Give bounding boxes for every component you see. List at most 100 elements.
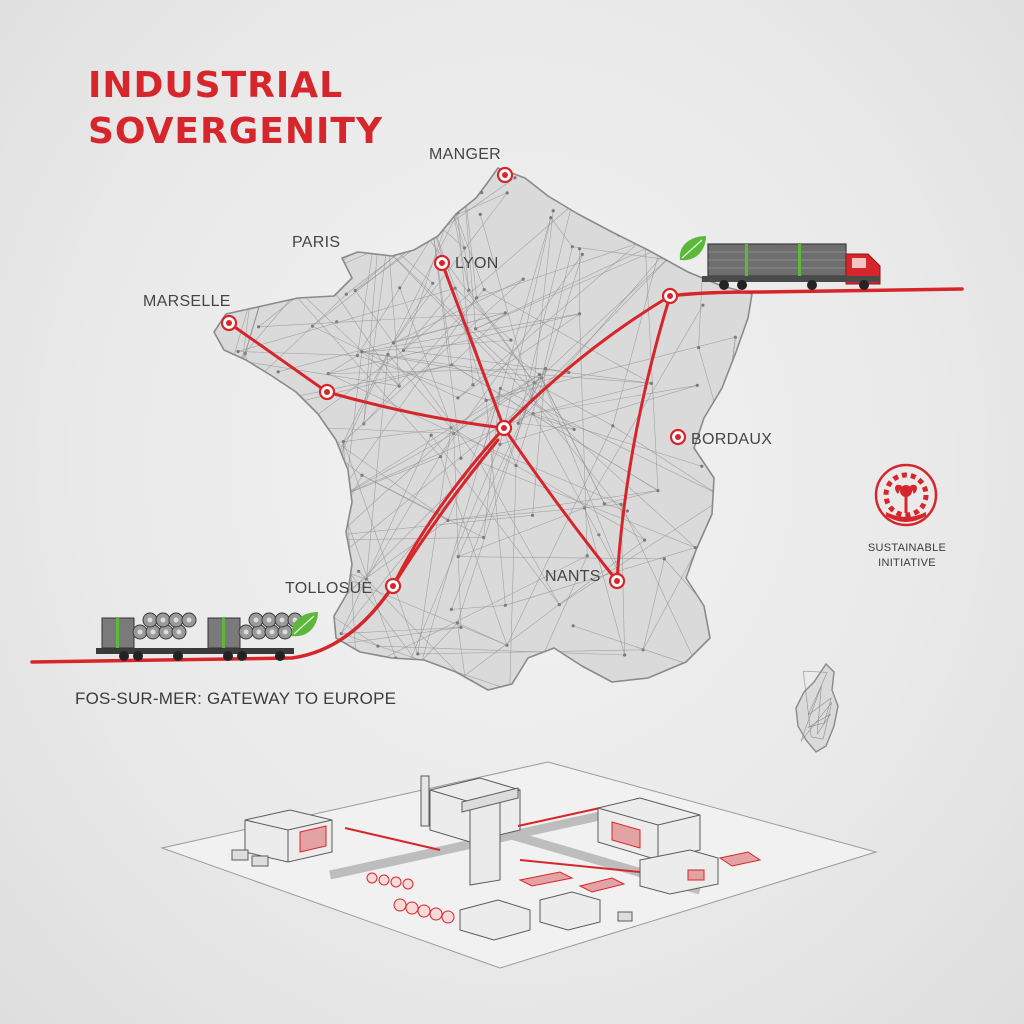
steel-coils: [132, 612, 303, 640]
steel-coil-core: [256, 629, 262, 635]
mesh-node: [680, 676, 684, 680]
mesh-link: [328, 355, 358, 374]
mesh-link: [403, 204, 453, 351]
mesh-link: [361, 351, 535, 384]
node-nants[interactable]: [608, 572, 626, 590]
mesh-node: [360, 350, 364, 354]
mesh-node: [422, 180, 427, 184]
mesh-node: [569, 203, 574, 208]
route-marselle-west: [227, 321, 329, 394]
mesh-node: [551, 209, 555, 213]
mesh-link: [451, 312, 506, 366]
mesh-node: [514, 463, 518, 468]
mesh-node: [386, 352, 390, 357]
mesh-node: [384, 247, 389, 252]
mesh-link: [486, 372, 569, 401]
steel-coil-core: [186, 617, 192, 623]
industrial-site-icon: [160, 761, 878, 969]
steel-coil-core: [282, 629, 288, 635]
mesh-node: [656, 488, 660, 493]
mesh-node: [619, 502, 623, 506]
title-line-1: INDUSTRIAL: [88, 65, 344, 106]
mesh-node: [537, 372, 542, 377]
mesh-node: [344, 292, 348, 296]
route-tollosue-hub-2: [391, 438, 500, 588]
mesh-link: [343, 278, 524, 442]
mesh-node: [318, 443, 322, 447]
mesh-node: [623, 653, 627, 657]
mesh-node: [672, 240, 676, 244]
mesh-link: [823, 697, 832, 723]
mesh-link: [541, 246, 573, 378]
mesh-link: [534, 382, 613, 427]
mesh-node: [549, 216, 553, 220]
mesh-link: [328, 313, 580, 374]
mesh-link: [343, 441, 419, 654]
mesh-link: [238, 360, 400, 387]
mesh-link: [499, 217, 552, 445]
steel-coil-core: [266, 617, 272, 623]
mesh-node: [214, 354, 216, 358]
mesh-node: [456, 396, 460, 400]
mesh-node: [236, 358, 241, 363]
mesh-node: [214, 564, 217, 568]
mesh-link: [807, 697, 832, 716]
mesh-link: [393, 312, 506, 344]
mesh-node: [277, 583, 281, 588]
mesh-link: [214, 444, 321, 567]
node-marselle[interactable]: [220, 314, 238, 332]
node-west[interactable]: [318, 383, 336, 401]
mesh-node: [256, 325, 261, 329]
mesh-node: [450, 203, 454, 207]
node-tollosue[interactable]: [384, 577, 402, 595]
node-lyon[interactable]: [433, 254, 451, 272]
mesh-node: [253, 199, 258, 203]
node-east[interactable]: [661, 287, 679, 305]
mesh-link: [604, 490, 659, 505]
mesh-node: [513, 176, 517, 180]
mesh-node: [503, 603, 508, 607]
mesh-link: [255, 201, 258, 252]
mesh-node: [484, 398, 488, 402]
steel-coil-core: [269, 629, 275, 635]
mesh-node: [234, 381, 238, 386]
mesh-node: [292, 573, 297, 577]
city-label-nants: NANTS: [545, 568, 601, 585]
city-label-marselle: MARSELLE: [143, 293, 231, 310]
mesh-link: [282, 540, 295, 575]
mesh-link: [559, 487, 740, 605]
mesh-link: [343, 212, 458, 442]
steel-coil-core: [279, 617, 285, 623]
node-hub[interactable]: [495, 419, 513, 437]
mesh-link: [223, 246, 274, 295]
mesh-node: [465, 688, 469, 690]
mesh-node: [508, 688, 512, 690]
route-south-exit: [30, 584, 395, 664]
mesh-link: [382, 176, 465, 249]
mesh-node: [736, 626, 741, 630]
mesh-link: [475, 328, 540, 375]
mesh-link: [225, 251, 258, 484]
mesh-link: [328, 368, 546, 374]
mesh-node: [278, 549, 282, 553]
mesh-node: [505, 191, 509, 195]
steel-coil-core: [163, 629, 169, 635]
mesh-node: [283, 282, 287, 286]
gear-tree-icon: [874, 463, 938, 527]
mesh-link: [366, 354, 389, 580]
node-manger[interactable]: [496, 166, 514, 184]
mesh-link: [505, 547, 696, 606]
mesh-node: [625, 509, 629, 513]
mesh-link: [303, 513, 312, 688]
mesh-node: [531, 674, 536, 678]
mesh-link: [336, 297, 477, 498]
mesh-node: [390, 177, 394, 182]
mesh-link: [279, 540, 283, 552]
mesh-node: [301, 183, 305, 187]
mesh-node: [695, 383, 699, 387]
mesh-link: [464, 247, 470, 291]
city-label-manger: MANGER: [429, 146, 502, 163]
mesh-node: [224, 481, 228, 485]
mesh-link: [337, 441, 344, 558]
node-bordaux[interactable]: [669, 428, 687, 446]
